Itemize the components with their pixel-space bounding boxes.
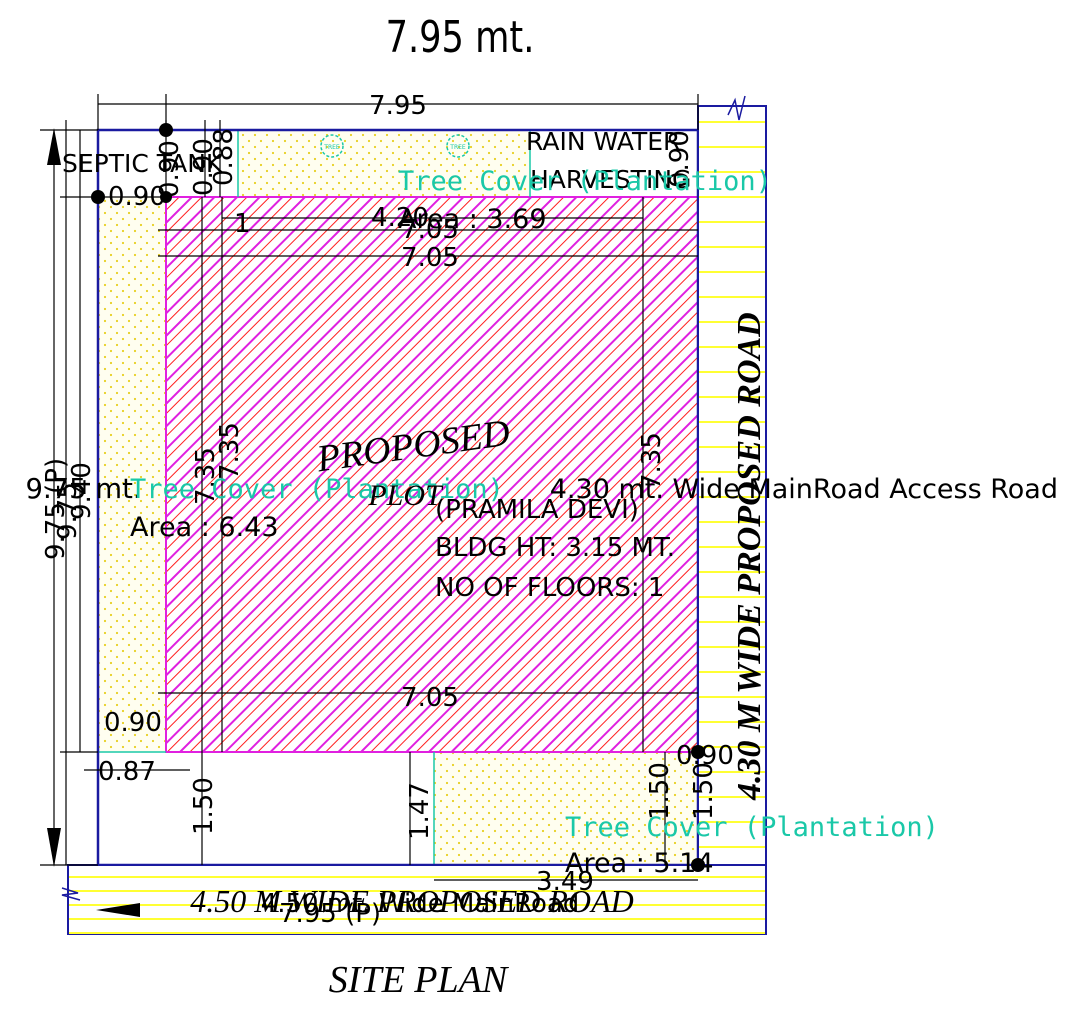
arrow-up bbox=[47, 128, 61, 165]
bottom-road-overlay: 4.50 mt. Wide MainRoad bbox=[261, 889, 580, 919]
dim-height-left-b: 9.75 bbox=[53, 482, 83, 540]
dim-bottom-setback-d: 1.50 bbox=[689, 762, 719, 820]
setback-bottom-left bbox=[98, 752, 434, 865]
arrow-down bbox=[47, 828, 61, 867]
tree-cover-top-area: Area : 3.69 bbox=[398, 204, 547, 235]
dim-bottom-setback-a: 1.50 bbox=[189, 777, 219, 835]
dim-left-setback-top: 0.90 bbox=[108, 182, 166, 212]
plot-label: PLOT bbox=[367, 479, 444, 512]
tree-icon: TREE bbox=[446, 134, 470, 158]
node-point bbox=[691, 858, 705, 872]
dim-height-inner-a: 7.35 bbox=[191, 447, 221, 505]
dim-inner-width-top: 7.05 bbox=[401, 215, 459, 245]
node-point bbox=[91, 190, 105, 204]
top-title: 7.95 mt. bbox=[386, 12, 535, 63]
tree-cover-boundary bbox=[98, 130, 531, 865]
left-height-label: 9.75 mt. bbox=[26, 472, 142, 505]
bottom-road bbox=[67, 864, 767, 935]
tree-icon: TREE bbox=[320, 134, 344, 158]
tree-cover-bottom-area: Area : 5.14 bbox=[565, 848, 714, 879]
dim-height-left-c: 9.40 bbox=[67, 462, 97, 520]
tree-cover-left-area: Area : 6.43 bbox=[130, 512, 279, 543]
dim-left-bottom-offset: 0.87 bbox=[98, 757, 156, 787]
dim-building-span: 4.20 bbox=[371, 203, 429, 233]
node-point bbox=[159, 123, 173, 137]
dim-bottom-setback-c: 1.50 bbox=[645, 762, 675, 820]
rain-water-label: RAIN WATER bbox=[526, 127, 680, 156]
dim-left-setback-bottom: 0.90 bbox=[104, 708, 162, 738]
tree-icon-label: TREE bbox=[449, 144, 466, 151]
owner-label: (PRAMILA DEVI) bbox=[435, 495, 639, 525]
harvesting-label: HARVESTING bbox=[530, 165, 691, 194]
dim-height-inner-right: 7.35 bbox=[637, 432, 667, 490]
dim-top-setback-a: 0.90 bbox=[155, 140, 185, 198]
septic-tank-label: SEPTIC TANK bbox=[62, 149, 223, 178]
break-mark-left bbox=[61, 887, 81, 901]
vertical-dimensions: 0.90 0.90 0.88 0.90 0.90 9.75 (P) 9.75 9… bbox=[41, 128, 734, 840]
dim-right-top-small: 0.90 bbox=[665, 130, 695, 188]
tree-cover-left-label: Tree Cover (Plantation) bbox=[130, 474, 504, 505]
dimension-lines bbox=[40, 94, 699, 881]
setback-top-right bbox=[530, 130, 698, 197]
tree-cover-top-label: Tree Cover (Plantation) bbox=[398, 166, 772, 197]
no-floors-label: NO OF FLOORS: 1 bbox=[435, 573, 664, 603]
dim-top-setback-b: 0.90 bbox=[189, 138, 219, 196]
dim-inner-width-top2: 7.05 bbox=[401, 243, 459, 273]
dim-right-bottom-small: 0.90 bbox=[676, 741, 734, 771]
tree-cover-bottom-label: Tree Cover (Plantation) bbox=[565, 812, 939, 843]
dim-top-width: 7.95 bbox=[369, 91, 427, 121]
bottom-title: SITE PLAN bbox=[329, 959, 510, 1001]
dim-top-setback-c: 0.88 bbox=[209, 128, 239, 186]
setback-top-left bbox=[98, 130, 238, 197]
dim-small-one: 1 bbox=[234, 209, 251, 239]
building-footprint bbox=[165, 196, 699, 753]
dim-height-left-main: 9.75 (P) bbox=[41, 458, 71, 560]
dim-bottom-span: 3.49 bbox=[536, 867, 594, 897]
dim-bottom-setback-b: 1.47 bbox=[405, 782, 435, 840]
bottom-road-dim: 7.95 (P) bbox=[279, 899, 381, 929]
bldg-height-label: BLDG HT: 3.15 MT. bbox=[435, 533, 675, 563]
dim-height-inner-b: 7.35 bbox=[215, 422, 245, 480]
break-mark-top bbox=[727, 95, 746, 121]
access-road-label: 4.30 mt. Wide MainRoad Access Road bbox=[550, 474, 1058, 505]
node-point bbox=[160, 191, 172, 203]
bottom-road-label: 4.50 M WIDE PROPOSED ROAD bbox=[190, 883, 633, 919]
arrow-left bbox=[96, 903, 140, 917]
dim-inner-width-bottom: 7.05 bbox=[401, 683, 459, 713]
right-road-label: 4.30 M WIDE PROPOSED ROAD bbox=[731, 312, 768, 801]
tree-icon-label: TREE bbox=[323, 144, 340, 151]
node-point bbox=[691, 745, 705, 759]
